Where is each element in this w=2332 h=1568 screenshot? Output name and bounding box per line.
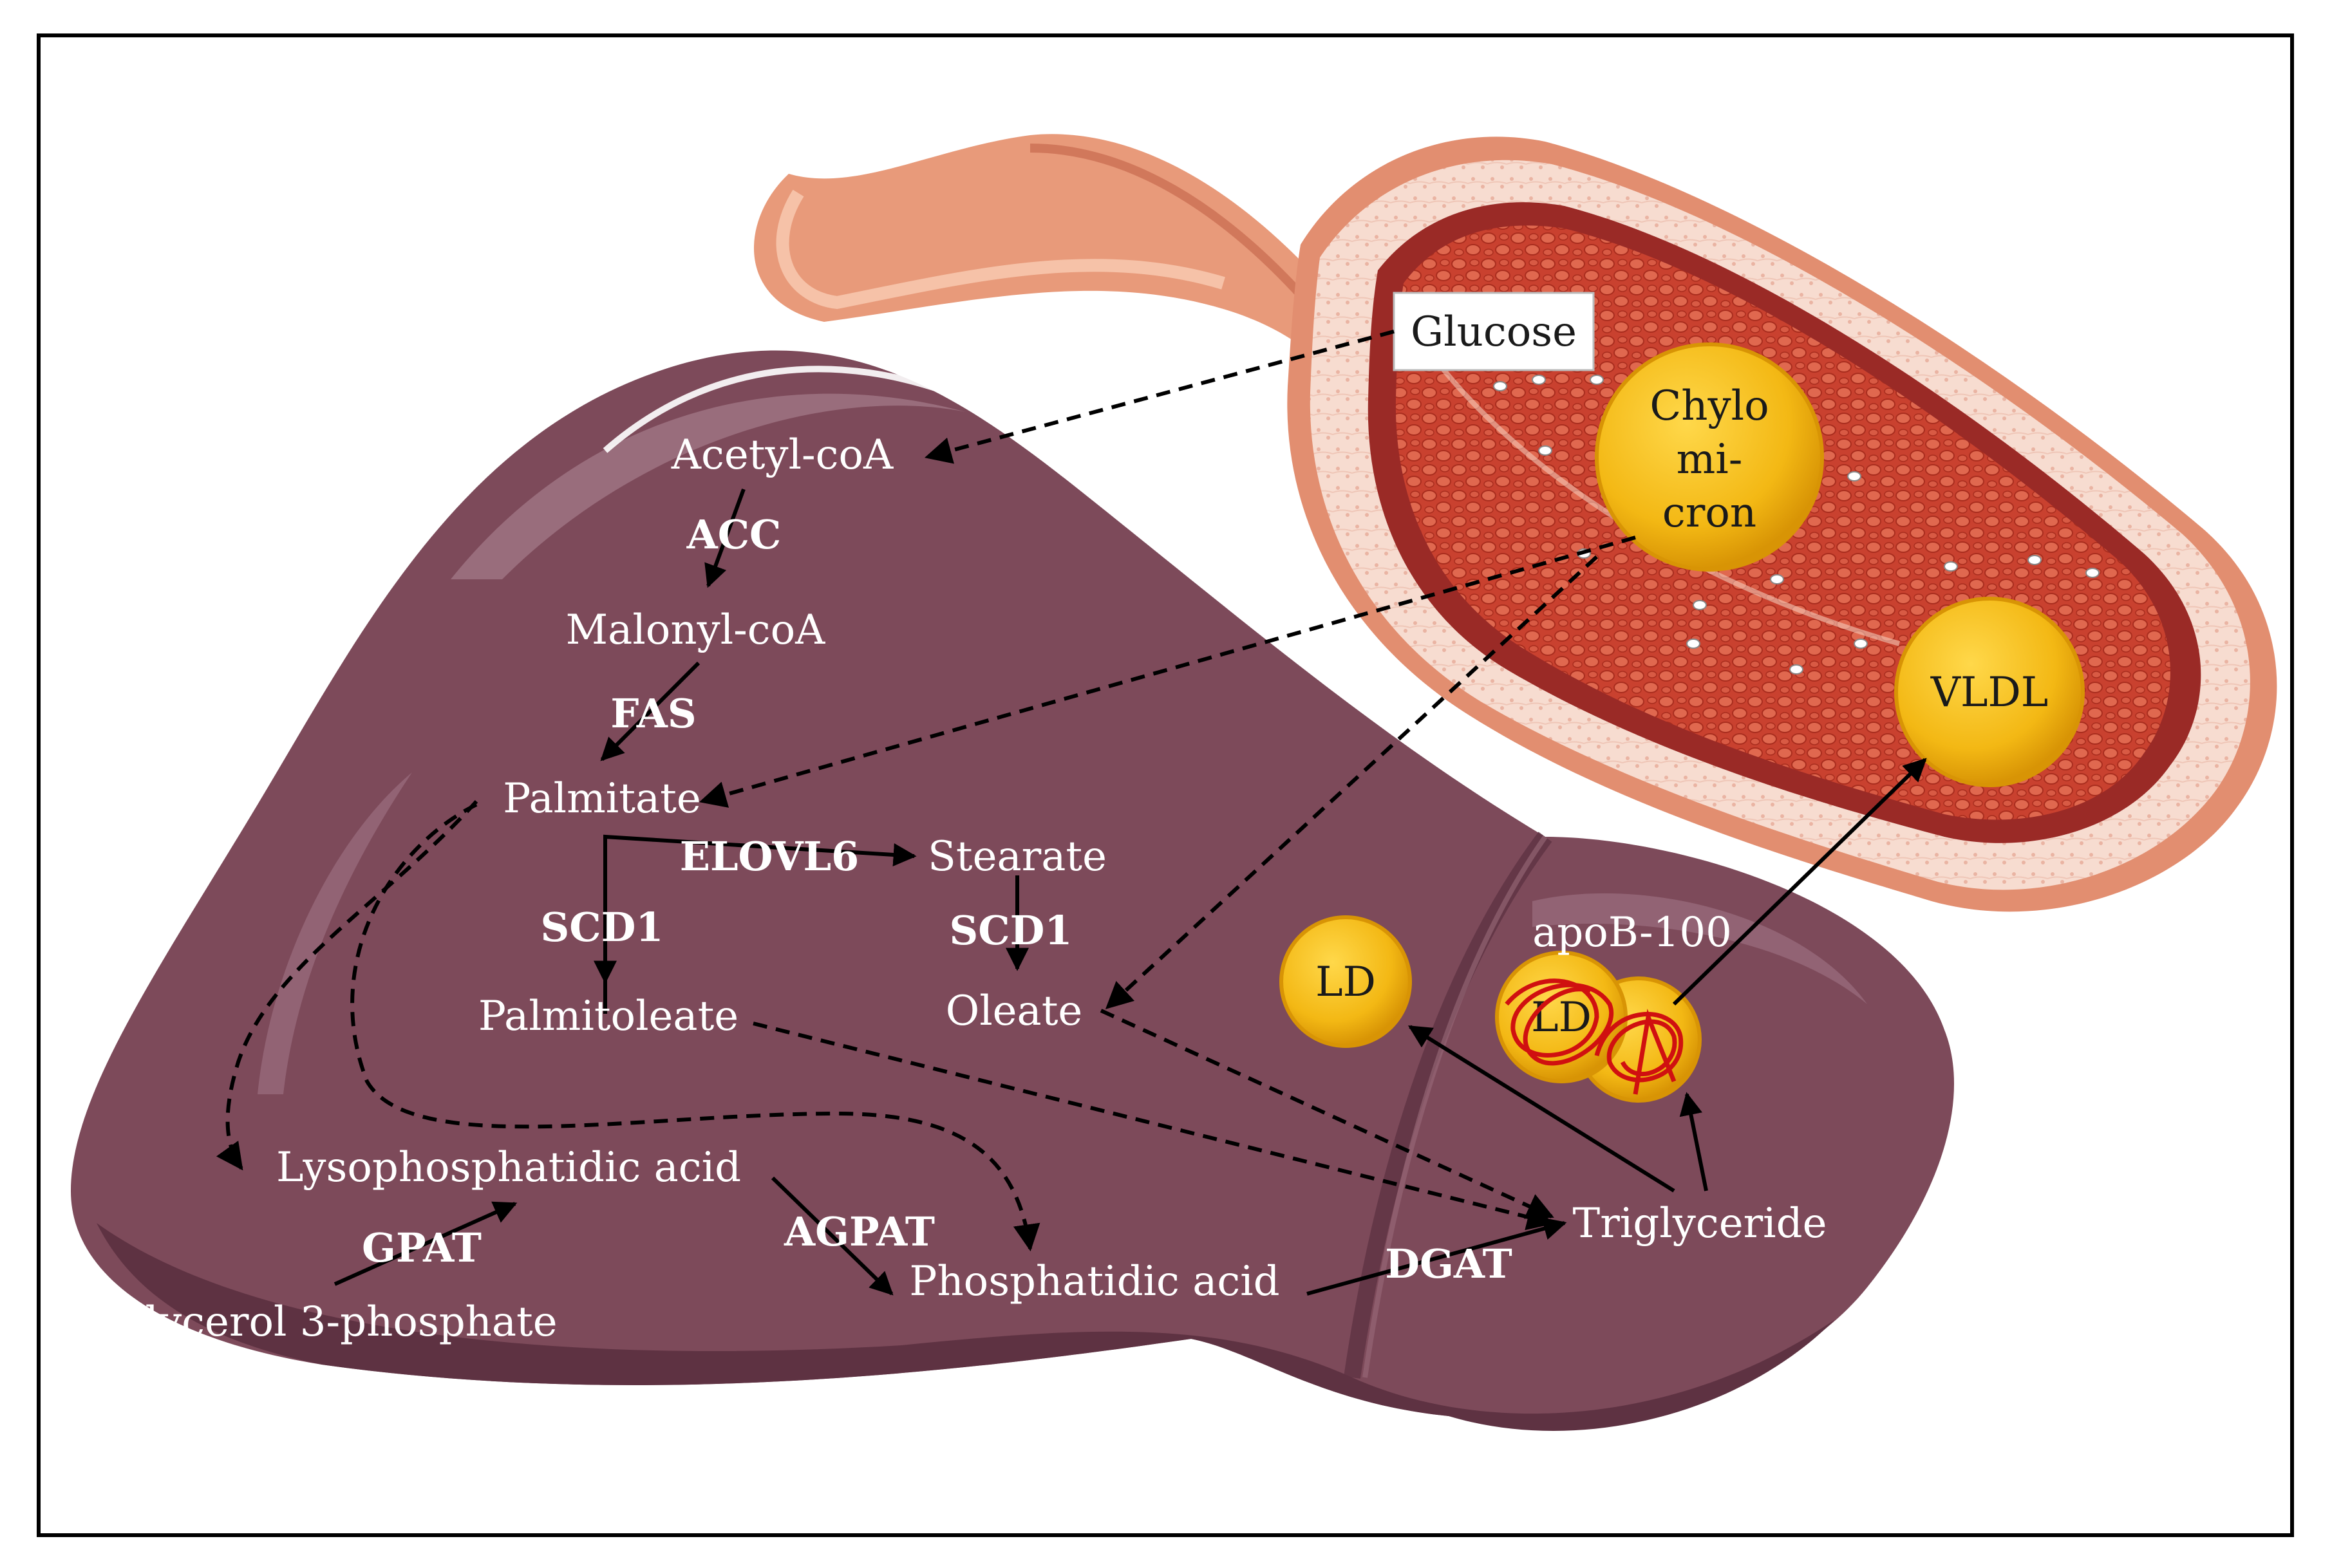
lipid-droplet-degraded: LD [1495, 951, 1702, 1103]
phosphatidic-acid-label: Phosphatidic acid [909, 1258, 1279, 1305]
ld-mid-label: LD [1531, 994, 1592, 1041]
arrow-palmitoleate-to-triglyceride [753, 1022, 1555, 1231]
pathway-arrows [216, 330, 1927, 1296]
enzyme-elovl6: ELOVL6 [680, 833, 860, 880]
arrow-lysopa-to-phosphatidic [771, 1176, 894, 1296]
arrow-triglyceride-to-ld [1407, 1025, 1675, 1193]
enzyme-gpat: GPAT [362, 1224, 482, 1271]
vldl-label: VLDL [1930, 669, 2049, 716]
inhibition-scribble-2 [1594, 1012, 1684, 1083]
ld-left-label: LD [1315, 958, 1376, 1006]
arrow-acetylcoa-to-malonylcoa [704, 488, 746, 588]
vldl-particle: VLDL [1894, 597, 2085, 787]
triglyceride-label: Triglyceride [1573, 1200, 1827, 1247]
liver-illustration [71, 350, 1954, 1431]
apob100-label: apoB-100 [1532, 909, 1732, 957]
acetylcoa-label: Acetyl-coA [671, 431, 894, 479]
inhibition-scribble-1 [1505, 978, 1613, 1066]
arrow-glucose-to-acetylcoa [924, 330, 1395, 464]
enzyme-fas: FAS [610, 690, 696, 737]
arrow-malonylcoa-to-palmitate [600, 661, 701, 761]
enzyme-acc: ACC [686, 511, 782, 558]
arrow-oleate-to-triglyceride [1100, 1009, 1554, 1219]
chylomicron-particle: Chylo mi- cron [1595, 342, 1824, 572]
arrow-ld-to-vldl [1672, 758, 1927, 1006]
liver-shadow [97, 1223, 1835, 1431]
palmitoleate-label: Palmitoleate [478, 993, 738, 1040]
chylomicron-label-3: cron [1662, 489, 1756, 537]
lipid-droplet-left: LD [1279, 915, 1412, 1048]
arrow-palmitate-to-phosphatidic [350, 803, 1040, 1252]
liver-shape [71, 350, 1954, 1425]
glucose-box: Glucose [1393, 292, 1595, 371]
chylomicron-label-1: Chylo [1650, 382, 1769, 430]
arrow-phosphatidic-to-triglyceride [1306, 1217, 1567, 1296]
malonylcoa-label: Malonyl-coA [566, 606, 826, 654]
glycerol-3-phosphate-label: Glycerol 3-phosphate [112, 1298, 557, 1346]
enzyme-scd1-right: SCD1 [949, 907, 1072, 954]
stearate-label: Stearate [928, 833, 1107, 881]
enzyme-scd1-left: SCD1 [540, 904, 663, 951]
arrow-palmitate-to-lysopa [216, 799, 478, 1171]
enzyme-agpat: AGPAT [784, 1208, 935, 1255]
palmitate-label: Palmitate [503, 775, 701, 823]
arrow-glycerol3p-to-lysopa [334, 1201, 518, 1286]
arrow-triglyceride-to-ld-degraded [1679, 1092, 1708, 1191]
arrow-chylomicron-to-oleate [1105, 555, 1599, 1009]
chylomicron-label-2: mi- [1677, 436, 1743, 483]
enzyme-dgat: DGAT [1385, 1240, 1512, 1287]
lysophosphatidic-acid-label: Lysophosphatidic acid [276, 1144, 741, 1191]
oleate-label: Oleate [946, 987, 1083, 1035]
glucose-label: Glucose [1411, 308, 1577, 356]
enzyme-labels: ACC FAS ELOVL6 SCD1 SCD1 GPAT AGPAT DGAT [362, 511, 1512, 1287]
metabolite-labels: Acetyl-coA Malonyl-coA Palmitate Stearat… [112, 431, 1827, 1346]
